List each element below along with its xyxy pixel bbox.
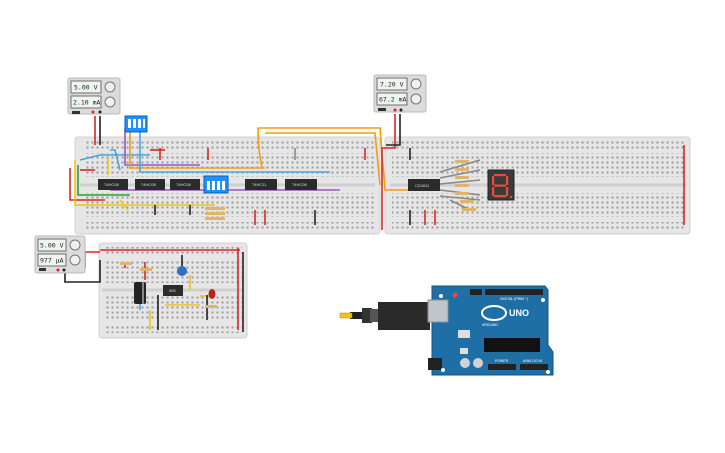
psu-3-voltage-knob[interactable] <box>69 239 81 251</box>
psu-1-voltage-knob[interactable] <box>104 81 116 93</box>
chip-2-label: 74HC08 <box>141 182 156 187</box>
psu-3-current-knob[interactable] <box>69 254 81 266</box>
chip-4-label: 74HC11 <box>252 182 267 187</box>
electrolytic-capacitor[interactable] <box>134 282 146 304</box>
chip-5[interactable]: 74HC08 <box>285 179 317 190</box>
arduino-power-label: POWER <box>495 359 509 363</box>
arduino-logo: UNO <box>509 308 529 318</box>
psu-2-voltage: 7.20 V <box>380 81 404 89</box>
chip-6-label: CD4511 <box>415 183 430 188</box>
chip-3[interactable]: 74HC08 <box>170 179 200 190</box>
resistors-small[interactable] <box>120 262 217 308</box>
psu-2-voltage-knob[interactable] <box>410 78 422 90</box>
arduino-usb-cable[interactable] <box>339 302 430 330</box>
arduino-digital-label: DIGITAL (PWM ~) <box>500 297 528 301</box>
power-supply-1[interactable]: 5.00 V 2.10 mA <box>67 77 121 115</box>
chip-5-label: 74HC08 <box>292 182 307 187</box>
psu-2-current: 67.2 mA <box>379 96 406 104</box>
chip-1[interactable]: 74HC08 <box>98 179 128 190</box>
power-supply-3[interactable]: 5.00 V 977 µA <box>34 235 86 274</box>
wires-main-right <box>381 114 685 230</box>
led-red[interactable] <box>208 289 216 299</box>
chip-7[interactable]: 555 <box>163 285 183 296</box>
arduino-brand: ARDUINO <box>482 323 498 327</box>
chip-6[interactable]: CD4511 <box>408 179 440 191</box>
chip-1-label: 74HC08 <box>104 182 119 187</box>
psu-1-voltage: 5.00 V <box>74 84 98 92</box>
chip-2[interactable]: 74HC08 <box>135 179 165 190</box>
psu-1-current: 2.10 mA <box>73 99 100 107</box>
chip-7-label: 555 <box>169 288 176 293</box>
chip-4[interactable]: 74HC11 <box>245 179 277 190</box>
resistor-array[interactable] <box>205 207 225 220</box>
psu-3-voltage: 5.00 V <box>40 242 64 250</box>
dip-switch-board[interactable] <box>203 175 229 194</box>
seven-segment-display[interactable] <box>487 169 515 201</box>
ceramic-capacitor[interactable] <box>177 266 187 276</box>
resistors-display[interactable] <box>455 160 476 211</box>
psu-1-current-knob[interactable] <box>104 96 116 108</box>
arduino-uno[interactable]: UNO ARDUINO DIGITAL (PWM ~) POWER ANALOG… <box>427 285 554 376</box>
chip-3-label: 74HC08 <box>176 182 191 187</box>
arduino-analog-label: ANALOG IN <box>523 359 543 363</box>
psu-3-current: 977 µA <box>40 257 64 265</box>
power-supply-2[interactable]: 7.20 V 67.2 mA <box>373 74 427 113</box>
psu-2-current-knob[interactable] <box>410 93 422 105</box>
dip-switch-top[interactable] <box>124 115 148 133</box>
